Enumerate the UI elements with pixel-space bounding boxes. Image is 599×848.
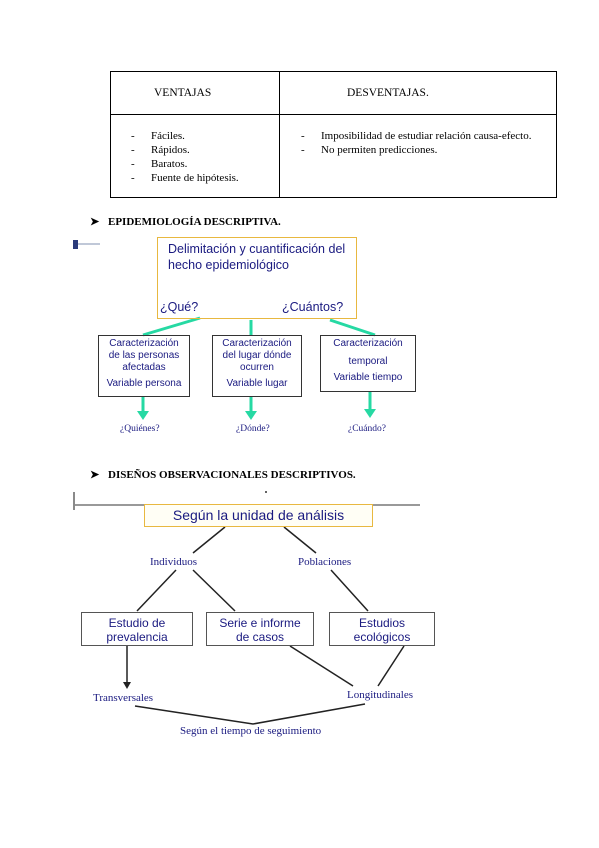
list-item: Fáciles. [131,129,239,143]
table-row-divider [111,114,556,115]
connector-individuos [192,526,226,554]
box-line: Caracterización [222,338,292,349]
connector-serie [192,569,236,612]
list-item: Fuente de hipótesis. [131,171,239,185]
donde-label: ¿Dónde? [236,424,270,434]
variable-lugar-label: Variable lugar [226,378,288,389]
top-box-line1: Delimitación y cuantificación del [168,242,346,256]
que-label: ¿Qué? [160,300,199,314]
box-line: ocurren [240,362,274,373]
ventajas-list: Fáciles. Rápidos. Baratos. Fuente de hip… [131,129,239,185]
section-heading-text: DISEÑOS OBSERVACIONALES DESCRIPTIVOS. [108,469,356,481]
section-heading-epidemiologia: ➤ EPIDEMIOLOGÍA DESCRIPTIVA. [90,215,281,228]
section-heading-disenos: ➤ DISEÑOS OBSERVACIONALES DESCRIPTIVOS. [90,468,356,481]
box-line: Caracterización [109,338,179,349]
desventajas-list: Imposibilidad de estudiar relación causa… [301,129,531,157]
slide-marker-icon [73,240,78,249]
longitudinales-label: Longitudinales [347,689,413,701]
top-box-line2: hecho epidemiológico [168,258,289,272]
ventajas-desventajas-table: VENTAJAS DESVENTAJAS. Fáciles. Rápidos. … [110,71,557,198]
cuando-label: ¿Cuándo? [348,424,386,434]
box-line: Estudios [358,616,406,630]
list-item: No permiten predicciones. [301,143,531,157]
arrow-bullet-icon: ➤ [90,216,100,228]
estudio-prevalencia-box: Estudio de prevalencia [81,612,193,646]
box-line: temporal [348,356,388,367]
box-line: ecológicos [353,630,411,644]
connector-tiempo [134,703,366,725]
list-item: Baratos. [131,157,239,171]
connector-que [142,316,201,337]
connector-cuantos [329,318,376,337]
list-item: Imposibilidad de estudiar relación causa… [301,129,531,143]
variable-persona-label: Variable persona [106,378,182,389]
table-header-ventajas: VENTAJAS [154,87,212,99]
arrowhead-cuando-icon [364,409,376,418]
estudios-ecologicos-box: Estudios ecológicos [329,612,435,646]
dot-icon [265,491,267,493]
caracterizacion-personas-box: Caracterización de las personas afectada… [98,335,190,397]
box-line: prevalencia [106,630,168,644]
individuos-label: Individuos [150,556,198,568]
unidad-analisis-box: Según la unidad de análisis [144,504,373,527]
poblaciones-label: Poblaciones [298,556,352,568]
connector-ecologicos-longitudinales [377,645,405,687]
table-header-desventajas: DESVENTAJAS. [347,87,429,99]
hecho-epidemiologico-box: Delimitación y cuantificación del hecho … [157,237,357,319]
box-line: Estudio de [108,616,166,630]
connector-ecologicos [330,569,369,612]
caracterizacion-temporal-box: Caracterización temporal Variable tiempo [320,335,416,392]
box-line: de casos [235,630,285,644]
connector-poblaciones [283,526,317,554]
table-column-divider [279,72,280,197]
cuantos-label: ¿Cuántos? [282,300,344,314]
box-line: afectadas [122,362,166,373]
tiempo-seguimiento-label: Según el tiempo de seguimiento [180,725,322,737]
variable-tiempo-label: Variable tiempo [333,372,403,383]
arrow-bullet-icon: ➤ [90,469,100,481]
connector-prevalencia [136,569,177,612]
quienes-label: ¿Quiénes? [120,424,160,434]
arrowhead-quienes-icon [137,411,149,420]
serie-casos-box: Serie e informe de casos [206,612,314,646]
arrowhead-donde-icon [245,411,257,420]
box-line: de las personas [108,350,180,361]
section-heading-text: EPIDEMIOLOGÍA DESCRIPTIVA. [108,216,281,228]
transversales-label: Transversales [93,692,154,704]
box-line: Caracterización [333,338,403,349]
unidad-analisis-label: Según la unidad de análisis [172,507,345,523]
caracterizacion-lugar-box: Caracterización del lugar dónde ocurren … [212,335,302,397]
box-line: Serie e informe [219,616,301,630]
arrowhead-transversales-icon [123,682,131,689]
list-item: Rápidos. [131,143,239,157]
connector-serie-longitudinales [289,645,354,687]
slide-marker-icon [73,492,75,510]
box-line: del lugar dónde [222,350,292,361]
